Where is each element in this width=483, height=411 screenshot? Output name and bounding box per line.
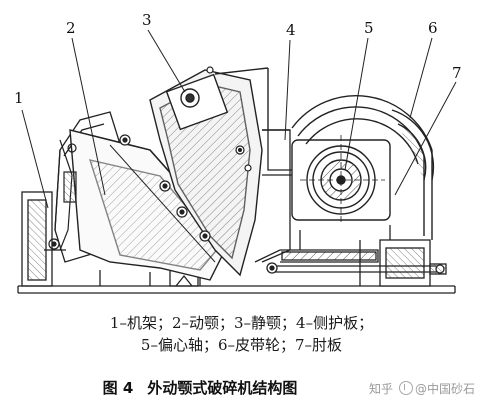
callout-3: 3 — [142, 11, 152, 29]
callout-leaders — [21, 29, 457, 209]
watermark-author: @中国砂石 — [414, 382, 475, 396]
eccentric-shaft — [291, 135, 391, 225]
side-rod-assembly — [44, 139, 77, 251]
fixed-jaw — [149, 67, 290, 277]
callout-5: 5 — [364, 19, 374, 37]
watermark: 知乎 @中国砂石 — [369, 380, 475, 397]
figure-number: 图 4 — [102, 379, 134, 397]
toggle-plate — [254, 225, 447, 287]
figure-caption: 图 4 外动颚式破碎机结构图 — [0, 377, 400, 398]
figure-title: 外动颚式破碎机结构图 — [147, 379, 298, 397]
jaw-crusher-diagram: 1 2 3 4 5 6 7 — [14, 11, 462, 294]
legend-line-1: 1–机架；2–动颚；3–静颚；4–侧护板； — [109, 314, 374, 332]
watermark-site: 知乎 — [368, 382, 393, 396]
callout-7: 7 — [452, 64, 462, 82]
watermark-logo-icon — [398, 381, 413, 395]
callout-6: 6 — [428, 19, 438, 37]
callout-2: 2 — [66, 19, 76, 37]
legend-line-2: 5–偏心轴；6–皮带轮；7–肘板 — [140, 336, 343, 354]
callout-1: 1 — [14, 89, 24, 107]
callout-labels: 1 2 3 4 5 6 7 — [14, 11, 462, 107]
callout-4: 4 — [286, 21, 296, 39]
